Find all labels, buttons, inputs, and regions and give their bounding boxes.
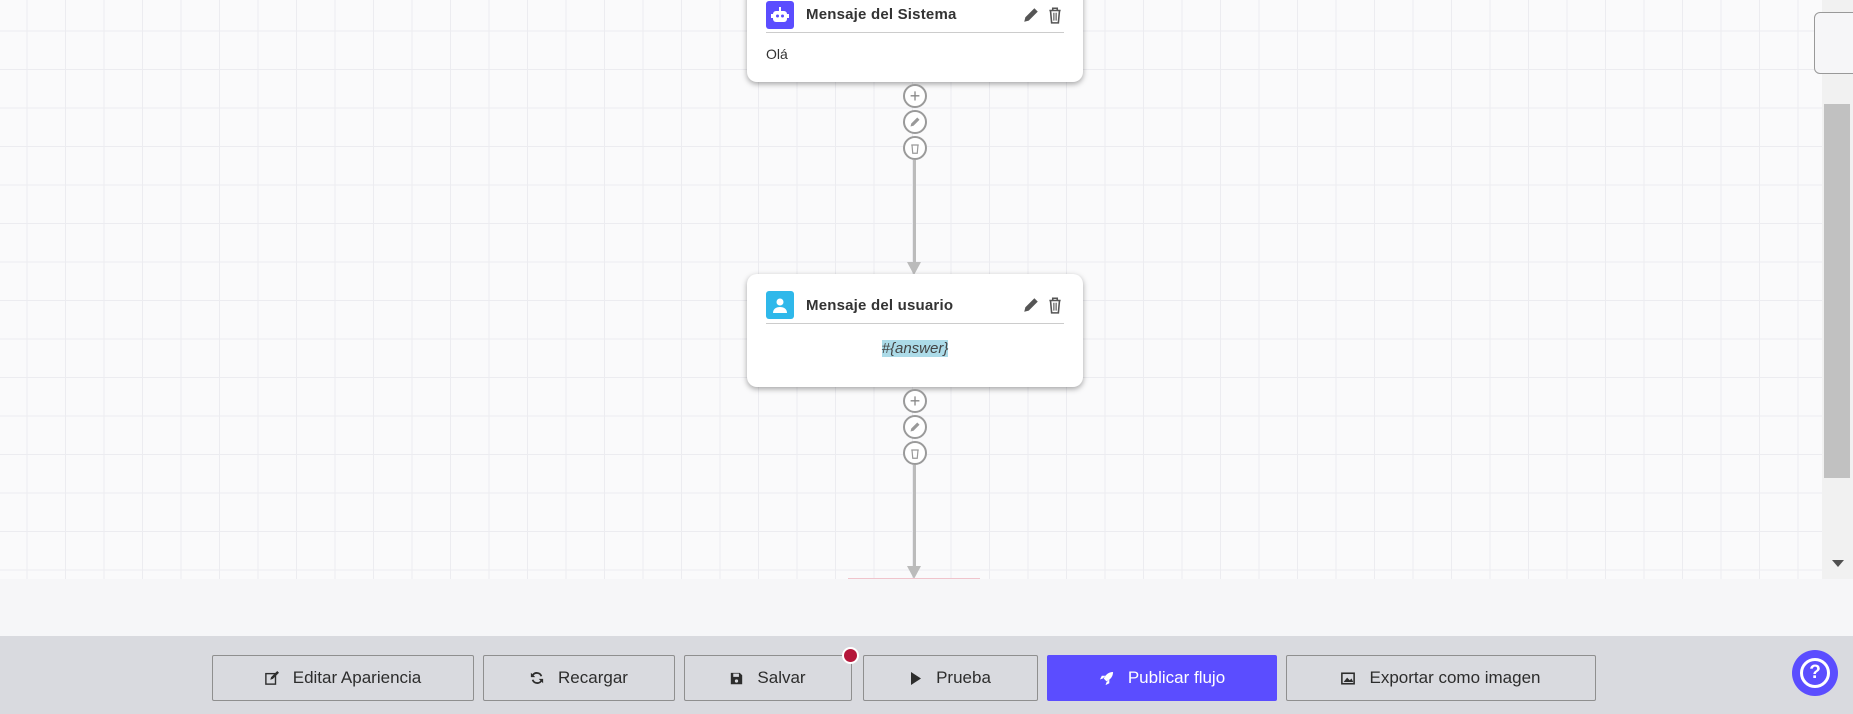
delete-connection-button[interactable] — [903, 441, 927, 465]
node-header: Mensaje del usuario — [766, 287, 1064, 324]
node-title: Mensaje del Sistema — [806, 6, 957, 23]
flow-canvas[interactable]: Mensaje del Sistema Olá + Mensaje del us… — [0, 0, 1822, 579]
trash-icon — [911, 144, 919, 154]
plus-icon: + — [909, 391, 921, 411]
scroll-down-arrow-icon[interactable] — [1832, 560, 1844, 567]
arrow-icon — [907, 566, 921, 579]
edit-icon[interactable] — [1022, 296, 1040, 314]
edit-connection-button[interactable] — [903, 415, 927, 439]
save-button[interactable]: Salvar — [684, 655, 852, 701]
play-icon — [911, 671, 922, 685]
export-image-button[interactable]: Exportar como imagen — [1286, 655, 1596, 701]
rocket-icon — [1099, 671, 1113, 685]
image-icon — [1341, 671, 1356, 685]
reload-button[interactable]: Recargar — [483, 655, 675, 701]
trash-icon[interactable] — [1046, 296, 1064, 314]
node-system-message[interactable]: Mensaje del Sistema Olá — [747, 0, 1083, 82]
delete-connection-button[interactable] — [903, 136, 927, 160]
button-label: Recargar — [558, 668, 628, 687]
button-label: Exportar como imagen — [1369, 668, 1541, 687]
test-button[interactable]: Prueba — [863, 655, 1038, 701]
publish-flow-button[interactable]: Publicar flujo — [1047, 655, 1277, 701]
vertical-scrollbar[interactable] — [1822, 0, 1853, 579]
refresh-icon — [530, 672, 544, 684]
edit-connection-button[interactable] — [903, 110, 927, 134]
pencil-icon — [910, 422, 920, 432]
question-icon: ? — [1800, 658, 1830, 688]
floppy-disk-icon — [731, 672, 743, 684]
help-button[interactable]: ? — [1792, 650, 1838, 696]
button-label: Publicar flujo — [1127, 668, 1226, 687]
edit-icon[interactable] — [1022, 6, 1040, 24]
node-user-message[interactable]: Mensaje del usuario #{answer} — [747, 274, 1083, 387]
connector-line — [913, 465, 916, 569]
trash-icon — [911, 449, 919, 459]
user-icon — [766, 291, 794, 319]
edit-appearance-button[interactable]: Editar Apariencia — [212, 655, 474, 701]
button-label: Editar Apariencia — [292, 668, 422, 687]
arrow-icon — [907, 262, 921, 275]
minimap-panel[interactable] — [1814, 12, 1853, 74]
button-label: Salvar — [757, 668, 806, 687]
connector-line — [913, 160, 916, 264]
plus-icon: + — [909, 86, 921, 106]
node-content: #{answer} — [766, 340, 1064, 357]
edit-icon — [264, 671, 279, 685]
next-node-edge — [848, 578, 980, 579]
node-content: Olá — [766, 46, 788, 62]
add-node-button[interactable]: + — [903, 389, 927, 413]
scrollbar-thumb[interactable] — [1824, 104, 1850, 478]
unsaved-changes-indicator — [842, 647, 859, 664]
trash-icon[interactable] — [1046, 6, 1064, 24]
button-label: Prueba — [936, 668, 991, 687]
robot-icon — [766, 0, 794, 29]
pencil-icon — [910, 117, 920, 127]
add-node-button[interactable]: + — [903, 84, 927, 108]
answer-variable: #{answer} — [881, 340, 949, 357]
node-header: Mensaje del Sistema — [766, 0, 1064, 33]
node-title: Mensaje del usuario — [806, 296, 954, 314]
